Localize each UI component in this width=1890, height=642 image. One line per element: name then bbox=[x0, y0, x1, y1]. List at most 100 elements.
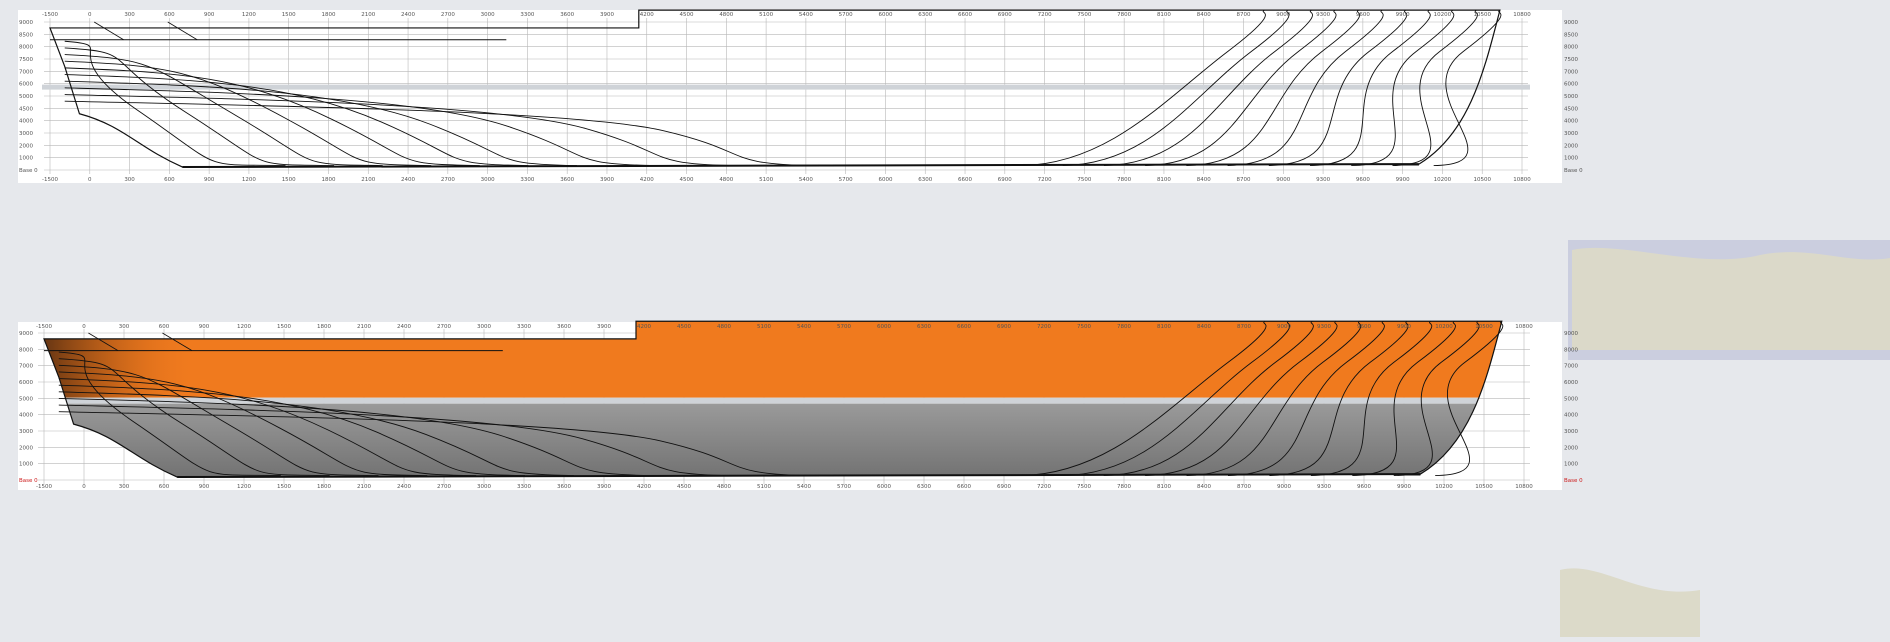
section-curve bbox=[58, 411, 810, 477]
left-scale-label: 2000 bbox=[19, 445, 33, 451]
bottom-scale-label: 10500 bbox=[1475, 484, 1493, 490]
section-curve bbox=[1103, 320, 1314, 477]
top-scale-label: 2100 bbox=[361, 12, 375, 18]
bottom-scale-label: 3000 bbox=[477, 484, 491, 490]
bottom-scale-label: 1800 bbox=[321, 177, 335, 183]
section-curve bbox=[58, 371, 428, 477]
bottom-scale-label: 4500 bbox=[677, 484, 691, 490]
bottom-scale-label: 7200 bbox=[1037, 484, 1051, 490]
bottom-scale-label: 9300 bbox=[1317, 484, 1331, 490]
section-curve bbox=[1103, 9, 1313, 167]
bottom-scale-label: 600 bbox=[159, 484, 170, 490]
deck-mark bbox=[93, 21, 124, 41]
top-scale-label: 7200 bbox=[1038, 12, 1052, 18]
bottom-scale-label: 3600 bbox=[557, 484, 571, 490]
top-scale-label: 2700 bbox=[441, 12, 455, 18]
aft-section-lines bbox=[64, 40, 812, 167]
top-scale-label: 6000 bbox=[877, 324, 891, 330]
top-scale-label: 10800 bbox=[1513, 12, 1531, 18]
top-scale-label: 6900 bbox=[997, 324, 1011, 330]
bottom-scale-label: 4800 bbox=[719, 177, 733, 183]
forward-section-lines bbox=[1020, 320, 1504, 477]
forward-section-lines bbox=[1021, 9, 1502, 167]
top-scale-label: 300 bbox=[124, 12, 135, 18]
top-scale-label: -1500 bbox=[42, 12, 58, 18]
left-scale-label: 9000 bbox=[19, 20, 33, 26]
top-scale-label: 9600 bbox=[1357, 324, 1371, 330]
top-scale-label: 9900 bbox=[1396, 12, 1410, 18]
bottom-scale-label: 4200 bbox=[640, 177, 654, 183]
bottom-scale-label: 9000 bbox=[1276, 177, 1290, 183]
bottom-scale-label: 6300 bbox=[918, 177, 932, 183]
right-scale-label: 7000 bbox=[1564, 364, 1578, 370]
right-scale-label: 2000 bbox=[1564, 143, 1578, 149]
top-scale-label: 8100 bbox=[1157, 12, 1171, 18]
bottom-scale-label: 2700 bbox=[441, 177, 455, 183]
bottom-scale-label: 2100 bbox=[361, 177, 375, 183]
bottom-scale-label: 3300 bbox=[520, 177, 534, 183]
top-scale-label: 7800 bbox=[1117, 12, 1131, 18]
top-scale-label: 1200 bbox=[237, 324, 251, 330]
left-scale-label: 1000 bbox=[19, 462, 33, 468]
bottom-scale-label: 9900 bbox=[1396, 177, 1410, 183]
top-scale-label: 3300 bbox=[520, 12, 534, 18]
top-scale-label: 2700 bbox=[437, 324, 451, 330]
section-curve bbox=[64, 47, 335, 167]
bottom-scale-label: 5700 bbox=[837, 484, 851, 490]
section-curve bbox=[58, 378, 477, 477]
top-scale-label: 1500 bbox=[282, 12, 296, 18]
section-curve bbox=[1186, 9, 1361, 167]
top-scale-label: 10500 bbox=[1473, 12, 1491, 18]
bottom-scale-label: 1500 bbox=[277, 484, 291, 490]
top-scale-label: 3300 bbox=[517, 324, 531, 330]
top-scale-label: 6000 bbox=[878, 12, 892, 18]
top-scale-label: 6600 bbox=[957, 324, 971, 330]
bottom-scale-label: 10500 bbox=[1473, 177, 1491, 183]
bottom-scale-label: 10200 bbox=[1434, 177, 1452, 183]
section-curve bbox=[64, 54, 383, 167]
section-curve bbox=[1021, 9, 1266, 167]
bottom-scale-label: 8400 bbox=[1197, 177, 1211, 183]
bottom-scale-label: 7800 bbox=[1117, 484, 1131, 490]
top-scale-label: 2400 bbox=[397, 324, 411, 330]
top-scale-label: 7500 bbox=[1077, 12, 1091, 18]
section-curve bbox=[1227, 320, 1385, 477]
right-scale-label: 6000 bbox=[1564, 82, 1578, 88]
section-curve bbox=[1145, 9, 1337, 167]
bottom-scale-label: 6900 bbox=[998, 177, 1012, 183]
section-curve bbox=[1393, 320, 1480, 477]
top-scale-label: 5400 bbox=[799, 12, 813, 18]
left-scale-label: 8000 bbox=[19, 45, 33, 51]
top-scale-label: 6600 bbox=[958, 12, 972, 18]
section-curve bbox=[1435, 320, 1504, 477]
deck-mark bbox=[88, 332, 119, 351]
top-scale-label: 7500 bbox=[1077, 324, 1091, 330]
top-scale-label: 900 bbox=[204, 12, 215, 18]
right-scale-label: 2000 bbox=[1564, 445, 1578, 451]
background-watermark bbox=[1560, 240, 1890, 637]
left-scale-label: Base 0 bbox=[19, 168, 38, 174]
section-curve bbox=[58, 391, 574, 477]
left-scale-label: 4000 bbox=[19, 413, 33, 419]
left-scale-label: 9000 bbox=[19, 331, 33, 337]
bottom-scale-label: 300 bbox=[124, 177, 135, 183]
left-scale-label: Base 0 bbox=[19, 478, 38, 484]
bottom-scale-label: 7800 bbox=[1117, 177, 1131, 183]
top-scale-label: 10500 bbox=[1475, 324, 1493, 330]
bottom-scale-label: 5700 bbox=[839, 177, 853, 183]
left-scale-label: 5000 bbox=[19, 396, 33, 402]
left-scale-label: 5000 bbox=[19, 94, 33, 100]
top-scale-label: 5700 bbox=[837, 324, 851, 330]
left-scale-label: 1000 bbox=[19, 156, 33, 162]
section-curve bbox=[64, 94, 734, 167]
bottom-scale-label: 9600 bbox=[1356, 177, 1370, 183]
top-scale-label: 1500 bbox=[277, 324, 291, 330]
section-curve bbox=[1269, 320, 1409, 477]
left-scale-label: 7000 bbox=[19, 364, 33, 370]
top-scale-label: 8400 bbox=[1197, 324, 1211, 330]
top-scale-label: 6300 bbox=[918, 12, 932, 18]
left-scale-label: 3000 bbox=[19, 131, 33, 137]
left-scale-label: 4000 bbox=[19, 119, 33, 125]
